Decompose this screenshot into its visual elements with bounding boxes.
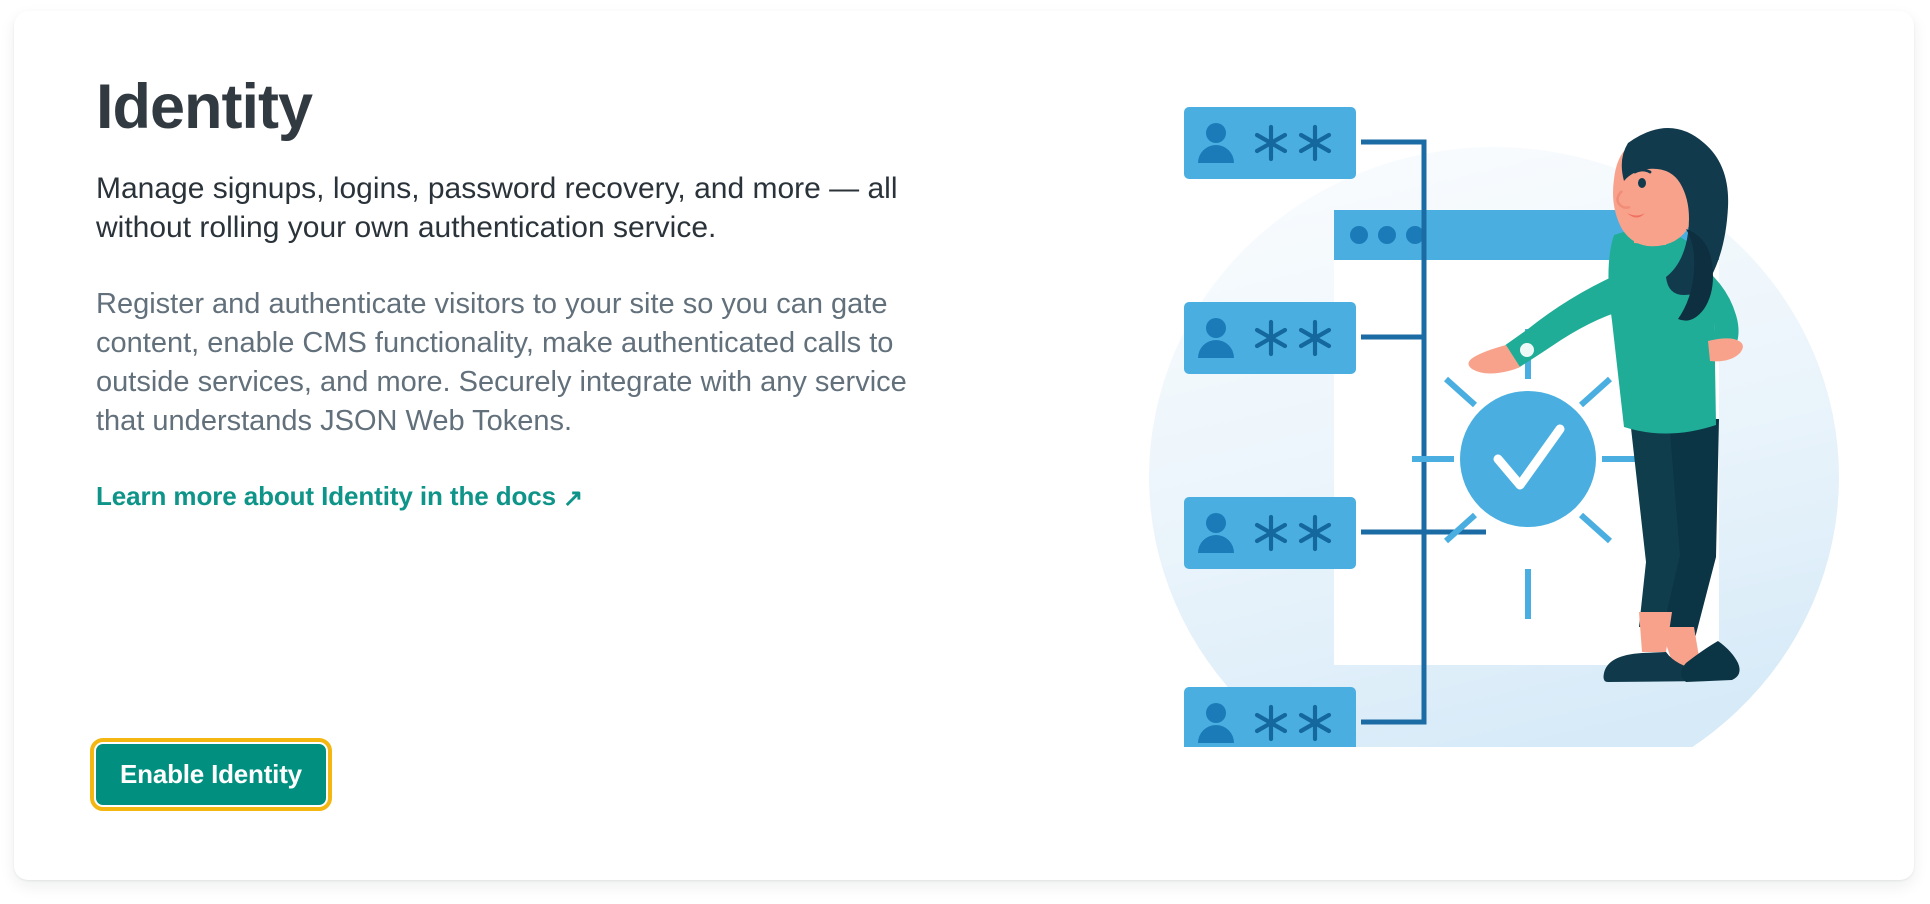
enable-identity-button[interactable]: Enable Identity [90,738,332,811]
identity-illustration [1094,107,1894,747]
identity-text-column: Identity Manage signups, logins, passwor… [96,73,956,512]
identity-lede: Manage signups, logins, password recover… [96,172,898,245]
page-title: Identity [96,72,313,142]
user-card-4 [1184,687,1356,747]
identity-illustration-svg [1149,107,1839,747]
user-card-2 [1184,302,1356,374]
check-circle-icon [1412,329,1644,619]
identity-panel: Identity Manage signups, logins, passwor… [14,11,1914,880]
learn-more-docs-label: Learn more about Identity in the docs [96,481,557,512]
identity-description: Register and authenticate visitors to yo… [96,288,907,438]
woman-pointing-figure [1468,128,1743,682]
user-card-3 [1184,497,1356,569]
learn-more-docs-link[interactable]: Learn more about Identity in the docs↗ [96,481,583,512]
external-link-arrow-icon: ↗ [563,485,584,513]
checkmark-glyph [1493,424,1565,490]
user-card-1 [1184,107,1356,179]
browser-titlebar-dots [1350,226,1424,244]
